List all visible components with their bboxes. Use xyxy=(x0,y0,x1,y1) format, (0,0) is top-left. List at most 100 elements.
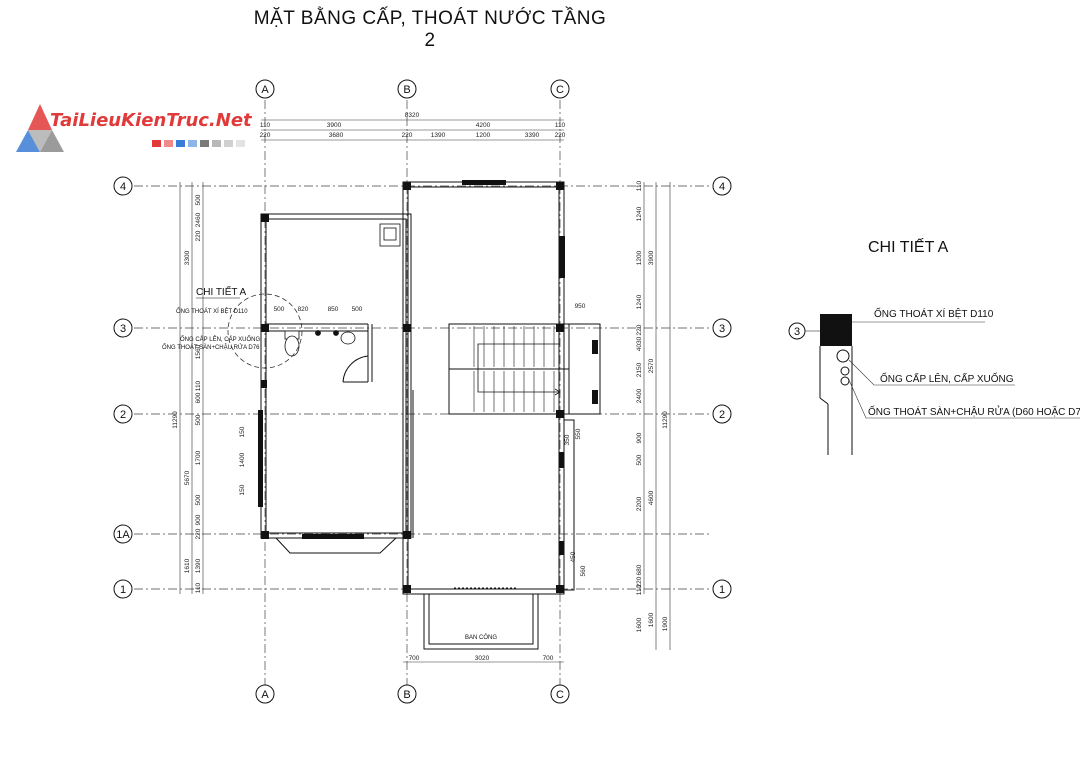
dimension-value: 500 xyxy=(274,306,285,313)
dimension-value: 500 xyxy=(195,194,202,205)
svg-text:B: B xyxy=(403,689,410,701)
svg-text:B: B xyxy=(403,84,410,96)
dimension-value: 220 xyxy=(402,132,413,139)
axis-bubble-1A-left: 1A xyxy=(113,524,133,544)
svg-text:2: 2 xyxy=(120,409,126,421)
axis-bubble-4-left: 4 xyxy=(113,176,133,196)
dimension-value: 1200 xyxy=(476,132,491,139)
dimension-value: 1240 xyxy=(636,206,643,221)
dimension-value: 3390 xyxy=(525,132,540,139)
dimension-value: 220 xyxy=(260,132,271,139)
dimension-value: 1610 xyxy=(184,558,191,573)
windows xyxy=(258,180,598,555)
svg-text:C: C xyxy=(556,689,564,701)
stair-dim: 950 xyxy=(575,303,586,310)
walls xyxy=(260,181,601,650)
dimension-value: 820 xyxy=(298,306,309,313)
dimension-value: 850 xyxy=(328,306,339,313)
svg-text:4: 4 xyxy=(719,181,725,193)
dimension-value: 1390 xyxy=(431,132,446,139)
axis-bubble-B-top: B xyxy=(397,79,417,99)
dimension-value: 220 xyxy=(555,132,566,139)
balcony-label: BAN CÔNG xyxy=(465,634,497,641)
dimension-value: 3020 xyxy=(475,655,490,662)
svg-text:A: A xyxy=(261,84,269,96)
title: MẶT BẰNG CẤP, THOÁT NƯỚC TẦNG 2 xyxy=(253,8,607,51)
left-total-dim: 11290 xyxy=(172,411,179,429)
plan-pipe-wc-label: ỐNG THOÁT XÍ BỆT D110 xyxy=(176,307,248,315)
dimension-value: 110 xyxy=(636,180,643,191)
dimension-value: 3300 xyxy=(184,250,191,265)
watermark-swatch xyxy=(164,140,173,147)
axis-bubbles-left: 4 3 2 1A 1 xyxy=(113,176,133,599)
axis-bubbles-bottom: A B C xyxy=(255,684,570,704)
detail-a: CHI TIẾT A 3 ỐNG THOÁT XÍ BỆT D110 ỐNG C… xyxy=(788,237,1080,455)
axis-bubbles-right: 4 3 2 1 xyxy=(712,176,732,599)
watermark-logo: TaiLieuKienTruc.Net xyxy=(16,104,253,152)
watermark-swatch xyxy=(224,140,233,147)
svg-text:1: 1 xyxy=(120,584,126,596)
watermark-swatch xyxy=(176,140,185,147)
dimension-value: 1900 xyxy=(662,616,669,631)
svg-text:1A: 1A xyxy=(116,529,130,541)
dimension-value: 1600 xyxy=(636,617,643,632)
svg-text:3: 3 xyxy=(719,323,725,335)
axis-bubble-4-right: 4 xyxy=(712,176,732,196)
axis-bubble-3-right: 3 xyxy=(712,318,732,338)
svg-text:2: 2 xyxy=(719,409,725,421)
dimension-lines xyxy=(179,119,671,663)
detail-pipe-supply: ỐNG CẤP LÊN, CẤP XUỐNG xyxy=(880,371,1014,385)
basin-fixture xyxy=(340,331,356,345)
dimension-value: 220 xyxy=(195,528,202,539)
dimension-value: 900 xyxy=(636,432,643,443)
dimension-value: 2200 xyxy=(636,496,643,511)
detail-title: CHI TIẾT A xyxy=(868,237,949,256)
dimension-value: 450 xyxy=(570,551,577,562)
dimension-value: 110 xyxy=(260,122,271,129)
axis-bubble-3-left: 3 xyxy=(113,318,133,338)
bathroom-fixtures xyxy=(284,223,401,357)
svg-text:4: 4 xyxy=(120,181,126,193)
axis-bubble-B-bottom: B xyxy=(397,684,417,704)
dimension-value: 1240 xyxy=(636,294,643,309)
dimension-value: 680 xyxy=(636,564,643,575)
axis-bubble-2-right: 2 xyxy=(712,404,732,424)
dimension-value: 2400 xyxy=(636,388,643,403)
dimension-value: 550 xyxy=(575,428,582,439)
detail-axis-bubble: 3 xyxy=(794,326,800,338)
watermark-swatch xyxy=(212,140,221,147)
axis-bubble-C-top: C xyxy=(550,79,570,99)
dimension-value: 220 xyxy=(636,324,643,335)
axis-bubble-2-left: 2 xyxy=(113,404,133,424)
axis-bubble-1-left: 1 xyxy=(113,579,133,599)
axis-bubble-A-bottom: A xyxy=(255,684,275,704)
dimension-value: 5670 xyxy=(184,470,191,485)
dimension-value: 1560 xyxy=(195,344,202,359)
svg-text:A: A xyxy=(261,689,269,701)
detail-pipe-drain: ỐNG THOÁT SÀN+CHẬU RỬA (D60 HOẶC D76) xyxy=(868,404,1080,418)
dimension-value: 500 xyxy=(195,414,202,425)
right-total-dim: 11290 xyxy=(662,411,669,429)
dimension-value: 110 xyxy=(636,584,643,595)
dimension-value: 500 xyxy=(352,306,363,313)
dimension-value: 3900 xyxy=(648,250,655,265)
dimension-value: 900 xyxy=(195,514,202,525)
dimension-value: 600 xyxy=(195,392,202,403)
plan-chi-tiet-label: CHI TIẾT A xyxy=(196,285,247,298)
dimension-value: 150 xyxy=(239,484,246,495)
detail-a-callout xyxy=(227,293,303,369)
dimension-value: 700 xyxy=(543,655,554,662)
columns xyxy=(261,182,564,593)
dimension-value: 2570 xyxy=(648,358,655,373)
axis-bubble-A-top: A xyxy=(255,79,275,99)
dimension-value: 3680 xyxy=(329,132,344,139)
dimension-value: 1600 xyxy=(648,612,655,627)
stair-arrows xyxy=(477,343,561,396)
plan-pipe-supply-label: ỐNG CẤP LÊN, CẤP XUỐNG xyxy=(180,335,260,343)
plan-pipe-drain-label: ỐNG THOÁT SÀN+CHẬU RỬA D76 xyxy=(162,344,260,351)
dimension-value: 1200 xyxy=(636,250,643,265)
watermark-bar xyxy=(152,140,245,147)
svg-text:C: C xyxy=(556,84,564,96)
dimension-value: 150 xyxy=(239,426,246,437)
